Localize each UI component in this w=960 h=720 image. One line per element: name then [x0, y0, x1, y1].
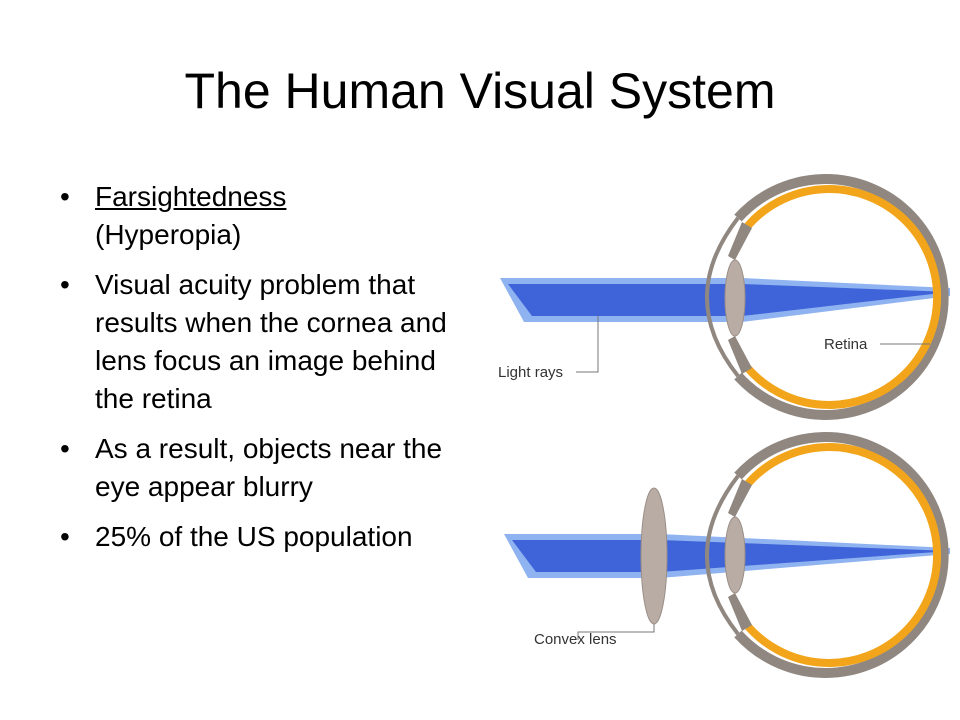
bullet-result: • As a result, objects near the eye appe…: [60, 430, 470, 506]
bullet-dot: •: [60, 181, 70, 212]
ciliary-body-bottom: [728, 336, 752, 374]
bullet-text: 25% of the US population: [95, 521, 413, 552]
bullet-text: As a result, objects near the eye appear…: [95, 433, 443, 502]
eye-diagram-svg: Light rays Retina Convex lens: [498, 174, 950, 678]
convex-lens-label: Convex lens: [534, 631, 617, 648]
corrected-eye-lens: [724, 516, 746, 594]
corrected-retina-layer: [742, 443, 942, 667]
convex-lens-callout-line: [577, 624, 655, 640]
cornea: [705, 216, 740, 378]
eye-uncorrected: Light rays Retina: [498, 174, 950, 420]
convex-lens: [640, 487, 668, 625]
eyeball-outer-wall: [734, 174, 949, 420]
corrected-cornea: [705, 474, 740, 636]
bullet-dot: •: [60, 269, 70, 300]
corrected-ciliary-body-bottom: [728, 593, 752, 631]
light-rays-callout-line: [576, 316, 599, 373]
bullet-definition: • Visual acuity problem that results whe…: [60, 266, 470, 418]
bullet-term: Farsightedness: [95, 181, 287, 212]
bullet-text: Visual acuity problem that results when …: [95, 269, 447, 414]
corrected-ciliary-body-top: [728, 479, 752, 517]
eye-lens: [724, 259, 746, 337]
eye-diagram: Light rays Retina Convex lens: [480, 170, 960, 690]
ciliary-body-top: [728, 222, 752, 260]
retina-layer: [742, 185, 942, 409]
slide-title: The Human Visual System: [184, 63, 776, 119]
bullet-statistic: • 25% of the US population: [60, 518, 470, 556]
bullet-term-alt: (Hyperopia): [95, 219, 242, 250]
corrected-eyeball-outer-wall: [734, 432, 949, 678]
bullet-dot: •: [60, 433, 70, 464]
bullet-farsightedness: • Farsightedness (Hyperopia): [60, 178, 470, 254]
eye-corrected: Convex lens: [504, 432, 950, 678]
retina-label: Retina: [824, 336, 868, 353]
light-rays-label: Light rays: [498, 364, 563, 381]
bullet-list: • Farsightedness (Hyperopia) • Visual ac…: [60, 178, 470, 568]
bullet-dot: •: [60, 521, 70, 552]
